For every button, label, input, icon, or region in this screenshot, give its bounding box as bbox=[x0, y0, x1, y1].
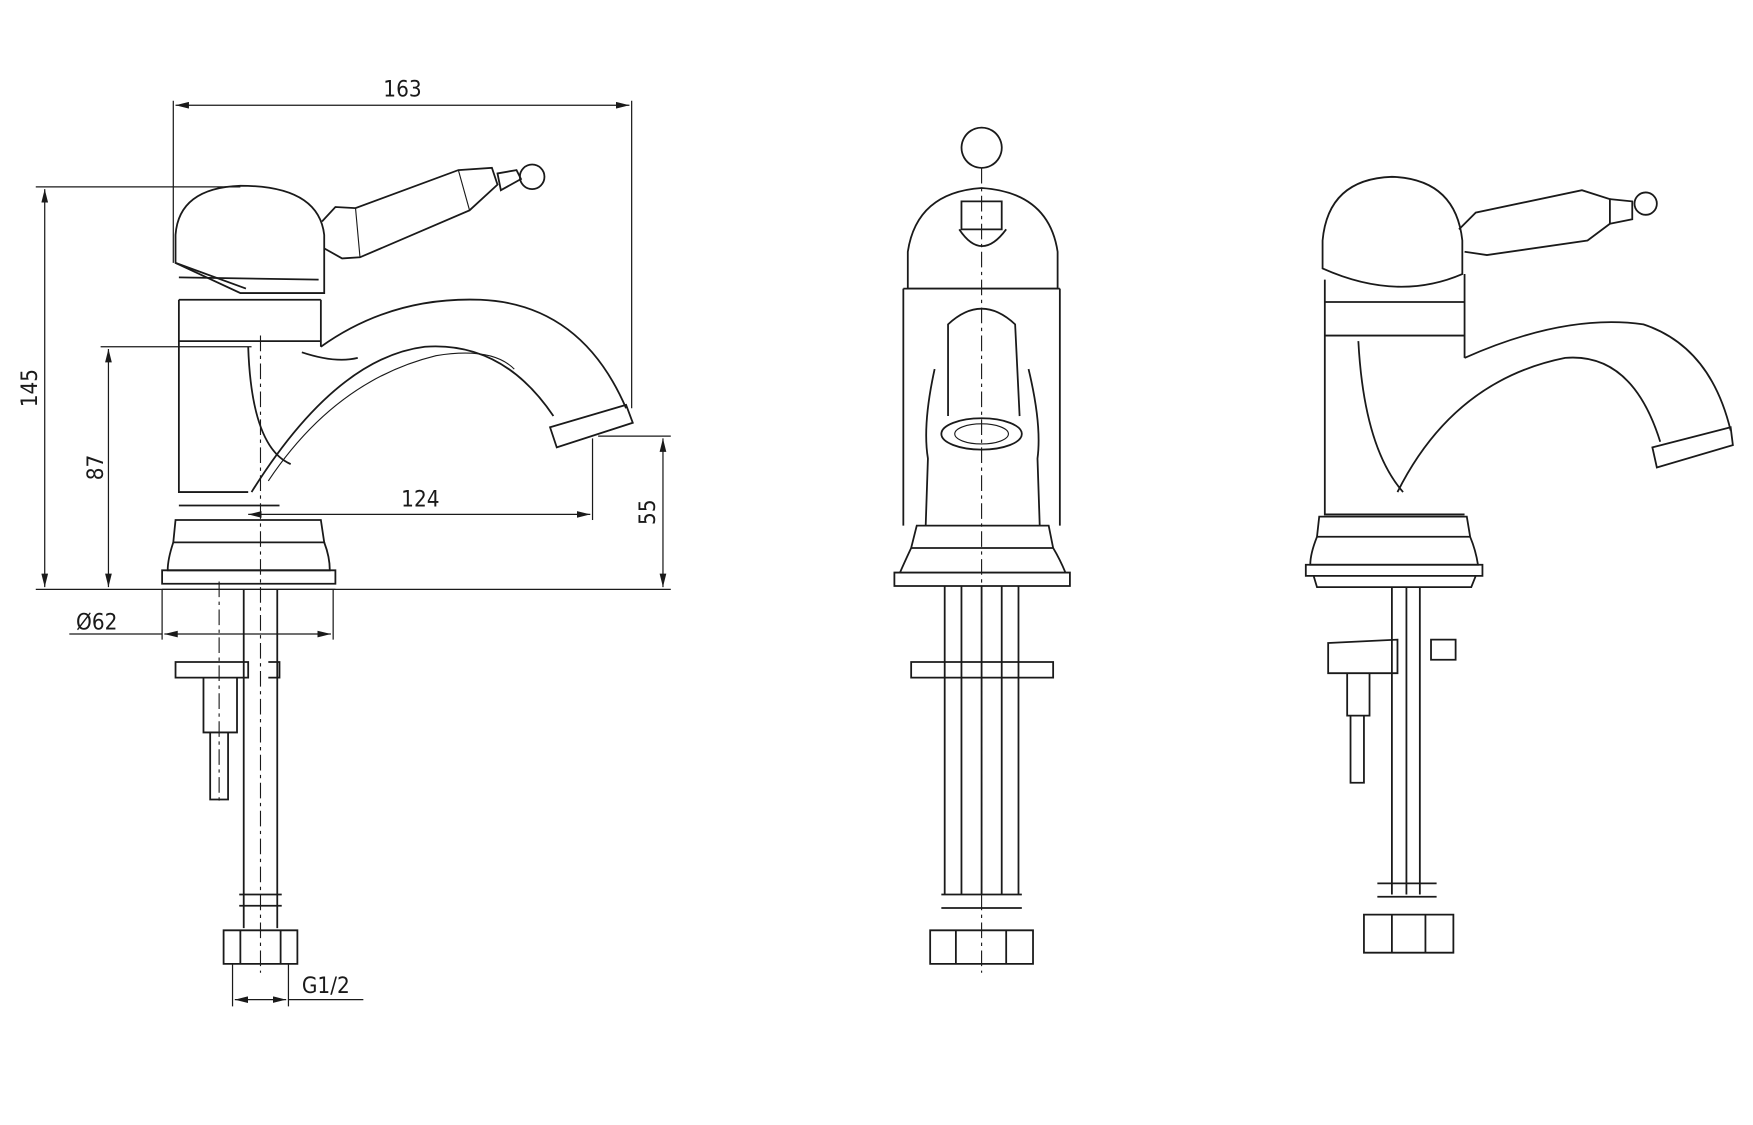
side-view bbox=[161, 163, 634, 973]
lever-handle bbox=[321, 163, 546, 260]
dim-label-overall-height: 145 bbox=[17, 369, 43, 407]
dimension-g12: G1/2 bbox=[231, 963, 364, 1007]
dimension-87: 87 bbox=[83, 346, 252, 588]
supply-pipes bbox=[174, 335, 299, 973]
front-view bbox=[893, 126, 1071, 973]
dim-label-base-diameter: Ø62 bbox=[76, 610, 117, 636]
spout bbox=[250, 298, 634, 493]
dimension-163: 163 bbox=[172, 76, 633, 409]
dim-label-spout-height: 87 bbox=[83, 455, 109, 481]
faucet-body bbox=[177, 299, 322, 507]
dimension-diameter-62: Ø62 bbox=[69, 589, 334, 640]
perspective-view bbox=[1304, 175, 1734, 954]
dimension-55: 55 bbox=[598, 435, 671, 588]
dim-label-overall-width: 163 bbox=[383, 76, 421, 102]
faucet-head bbox=[174, 184, 326, 301]
dim-label-connection-thread: G1/2 bbox=[302, 973, 350, 999]
dim-label-spout-reach: 124 bbox=[401, 487, 439, 513]
dimension-145: 145 bbox=[17, 186, 671, 590]
base-ring bbox=[161, 519, 337, 590]
dim-label-outlet-height: 55 bbox=[635, 499, 661, 525]
dimension-124: 124 bbox=[248, 438, 594, 521]
